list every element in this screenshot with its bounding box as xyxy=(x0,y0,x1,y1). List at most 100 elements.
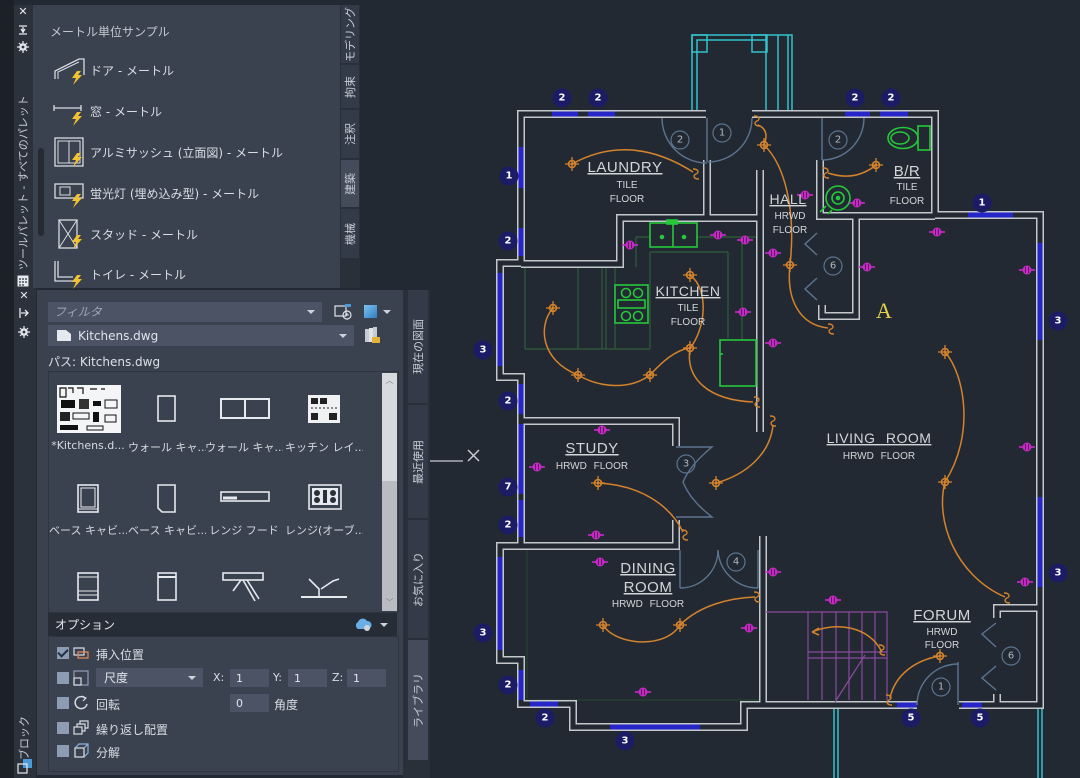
block-item[interactable]: レンジ(オーブ... xyxy=(285,480,363,542)
scrollbar-thumb[interactable] xyxy=(382,373,397,481)
window-tag[interactable]: 5 xyxy=(970,708,990,728)
scale-x-input[interactable] xyxy=(230,669,269,687)
block-item[interactable]: *Kitchens.d... xyxy=(49,382,127,454)
block-item[interactable]: ウォール キャ... xyxy=(128,382,206,454)
thumbnail-view-icon[interactable] xyxy=(364,305,377,318)
window-tag[interactable]: 2 xyxy=(552,88,572,108)
scroll-up-icon[interactable]: ︿ xyxy=(385,376,394,385)
door-tag[interactable]: 6 xyxy=(1001,646,1021,666)
window-tag[interactable]: 2 xyxy=(498,391,518,411)
block-item[interactable] xyxy=(285,567,363,609)
window-tag[interactable]: 2 xyxy=(881,88,901,108)
window-tag[interactable]: 3 xyxy=(615,731,635,751)
tool-item-door[interactable]: ドア - メートル xyxy=(51,52,336,88)
scale-z-input[interactable] xyxy=(347,669,386,687)
close-icon[interactable]: ✕ xyxy=(19,289,29,302)
window-tag[interactable]: 2 xyxy=(535,708,555,728)
window-tag[interactable]: 3 xyxy=(1048,563,1068,583)
repeat-placement-checkbox[interactable] xyxy=(57,722,69,734)
door-tag[interactable]: 2 xyxy=(828,130,848,150)
tool-palette-titlebar[interactable]: ✕ ツールパレット - すべてのパレット xyxy=(14,5,33,288)
scale-checkbox[interactable] xyxy=(57,672,69,684)
chevron-down-icon[interactable] xyxy=(339,334,347,338)
block-gallery[interactable]: *Kitchens.d... ウォール キャ... ウォール キャ... キッチ… xyxy=(48,371,399,613)
window-tag[interactable]: 2 xyxy=(588,88,608,108)
browse-library-icon[interactable] xyxy=(364,326,380,344)
blocks-palette-titlebar[interactable]: ✕ ブロック xyxy=(14,288,36,778)
chevron-down-icon[interactable] xyxy=(307,310,315,314)
block-gallery-scrollbar[interactable]: ︿ ﹀ xyxy=(382,373,397,611)
auto-hide-pin-icon[interactable] xyxy=(18,307,30,319)
option-rotation[interactable]: 回転 角度 xyxy=(49,692,398,714)
scale-y-input[interactable] xyxy=(288,669,327,687)
options-header[interactable]: オプション xyxy=(48,613,397,636)
rotation-checkbox[interactable] xyxy=(57,697,69,709)
block-item[interactable]: ウォール キャ... xyxy=(205,382,283,454)
tool-item-toilet[interactable]: トイレ - メートル xyxy=(51,256,336,292)
tool-item-window[interactable]: 窓 - メートル xyxy=(51,93,336,129)
door-tag[interactable]: 4 xyxy=(726,552,746,572)
options-menu-chevron-icon[interactable] xyxy=(380,623,388,627)
filter-input[interactable] xyxy=(48,304,296,320)
file-select[interactable]: Kitchens.dwg xyxy=(48,325,354,346)
block-item[interactable] xyxy=(49,567,127,609)
tab-architectural[interactable]: 建築 xyxy=(341,160,359,207)
window-tag[interactable]: 1 xyxy=(972,193,992,213)
window-tag[interactable]: 2 xyxy=(498,231,518,251)
scale-mode-select[interactable]: 尺度 xyxy=(96,668,203,687)
window-tag[interactable]: 3 xyxy=(1048,311,1068,331)
block-item[interactable]: ベース キャビ... xyxy=(49,480,127,542)
window-tag[interactable]: 3 xyxy=(473,340,493,360)
tool-palette-scrollbar[interactable] xyxy=(38,148,44,236)
scroll-down-icon[interactable]: ﹀ xyxy=(385,598,394,607)
tab-mechanical[interactable]: 機械 xyxy=(341,209,359,258)
auto-hide-pin-icon[interactable] xyxy=(17,24,29,36)
tool-item-aluminum-sash[interactable]: アルミサッシュ (立面図) - メートル xyxy=(51,134,336,170)
tool-item-fluorescent-light[interactable]: 蛍光灯 (埋め込み型) - メートル xyxy=(51,175,336,211)
option-explode[interactable]: 分解 xyxy=(49,740,398,762)
door-tag[interactable]: 2 xyxy=(670,130,690,150)
filter-combobox[interactable] xyxy=(48,302,322,322)
insertion-point-checkbox[interactable] xyxy=(57,647,69,659)
palette-menu-icon[interactable] xyxy=(17,275,29,287)
properties-gear-icon[interactable] xyxy=(17,41,29,53)
tab-modeling[interactable]: モデリング xyxy=(341,5,359,63)
tool-item-stud[interactable]: スタッド - メートル xyxy=(51,216,336,252)
window-tag[interactable]: 7 xyxy=(498,477,518,497)
option-insertion-point[interactable]: 挿入位置 xyxy=(49,642,398,664)
view-options-chevron-icon[interactable] xyxy=(383,310,391,314)
window-tag[interactable]: 2 xyxy=(845,88,865,108)
close-icon[interactable]: ✕ xyxy=(18,5,28,18)
door-tag[interactable]: 1 xyxy=(712,123,732,143)
window-tag[interactable]: 3 xyxy=(473,623,493,643)
tool-item-label: トイレ - メートル xyxy=(90,267,186,282)
block-item[interactable] xyxy=(128,567,206,609)
tab-favorites[interactable]: お気に入り xyxy=(408,520,428,638)
rotation-angle-input[interactable] xyxy=(230,694,269,712)
sync-library-icon[interactable] xyxy=(334,303,352,321)
explode-checkbox[interactable] xyxy=(57,745,69,757)
block-item[interactable]: キッチン レイ... xyxy=(285,382,363,454)
cloud-sync-icon[interactable] xyxy=(354,617,372,632)
window-tag[interactable]: 5 xyxy=(901,708,921,728)
window-tag[interactable]: 2 xyxy=(498,675,518,695)
door-tag[interactable]: 3 xyxy=(676,454,696,474)
option-scale[interactable]: 尺度 X: Y: Z: xyxy=(49,667,398,689)
door-tag[interactable]: 1 xyxy=(931,677,951,697)
window-tag[interactable]: 1 xyxy=(499,166,519,186)
properties-gear-icon[interactable] xyxy=(18,326,30,338)
tab-recent[interactable]: 最近使用 xyxy=(408,405,428,518)
tab-constraints[interactable]: 拘束 xyxy=(341,65,359,108)
room-floor-dining: HRWD FLOOR xyxy=(612,599,684,610)
window-tag[interactable]: 2 xyxy=(498,515,518,535)
door-tag[interactable]: 6 xyxy=(823,256,843,276)
tab-libraries[interactable]: ライブラリ xyxy=(408,640,428,760)
tab-annotation[interactable]: 注釈 xyxy=(341,110,359,158)
block-item[interactable]: ベース キャビ... xyxy=(128,480,206,542)
block-item[interactable]: レンジ フード xyxy=(205,480,283,542)
chevron-down-icon[interactable] xyxy=(188,676,196,680)
option-repeat-placement[interactable]: 繰り返し配置 xyxy=(49,717,398,739)
block-item[interactable] xyxy=(205,567,283,609)
tab-current-drawing[interactable]: 現在の図面 xyxy=(408,290,428,403)
